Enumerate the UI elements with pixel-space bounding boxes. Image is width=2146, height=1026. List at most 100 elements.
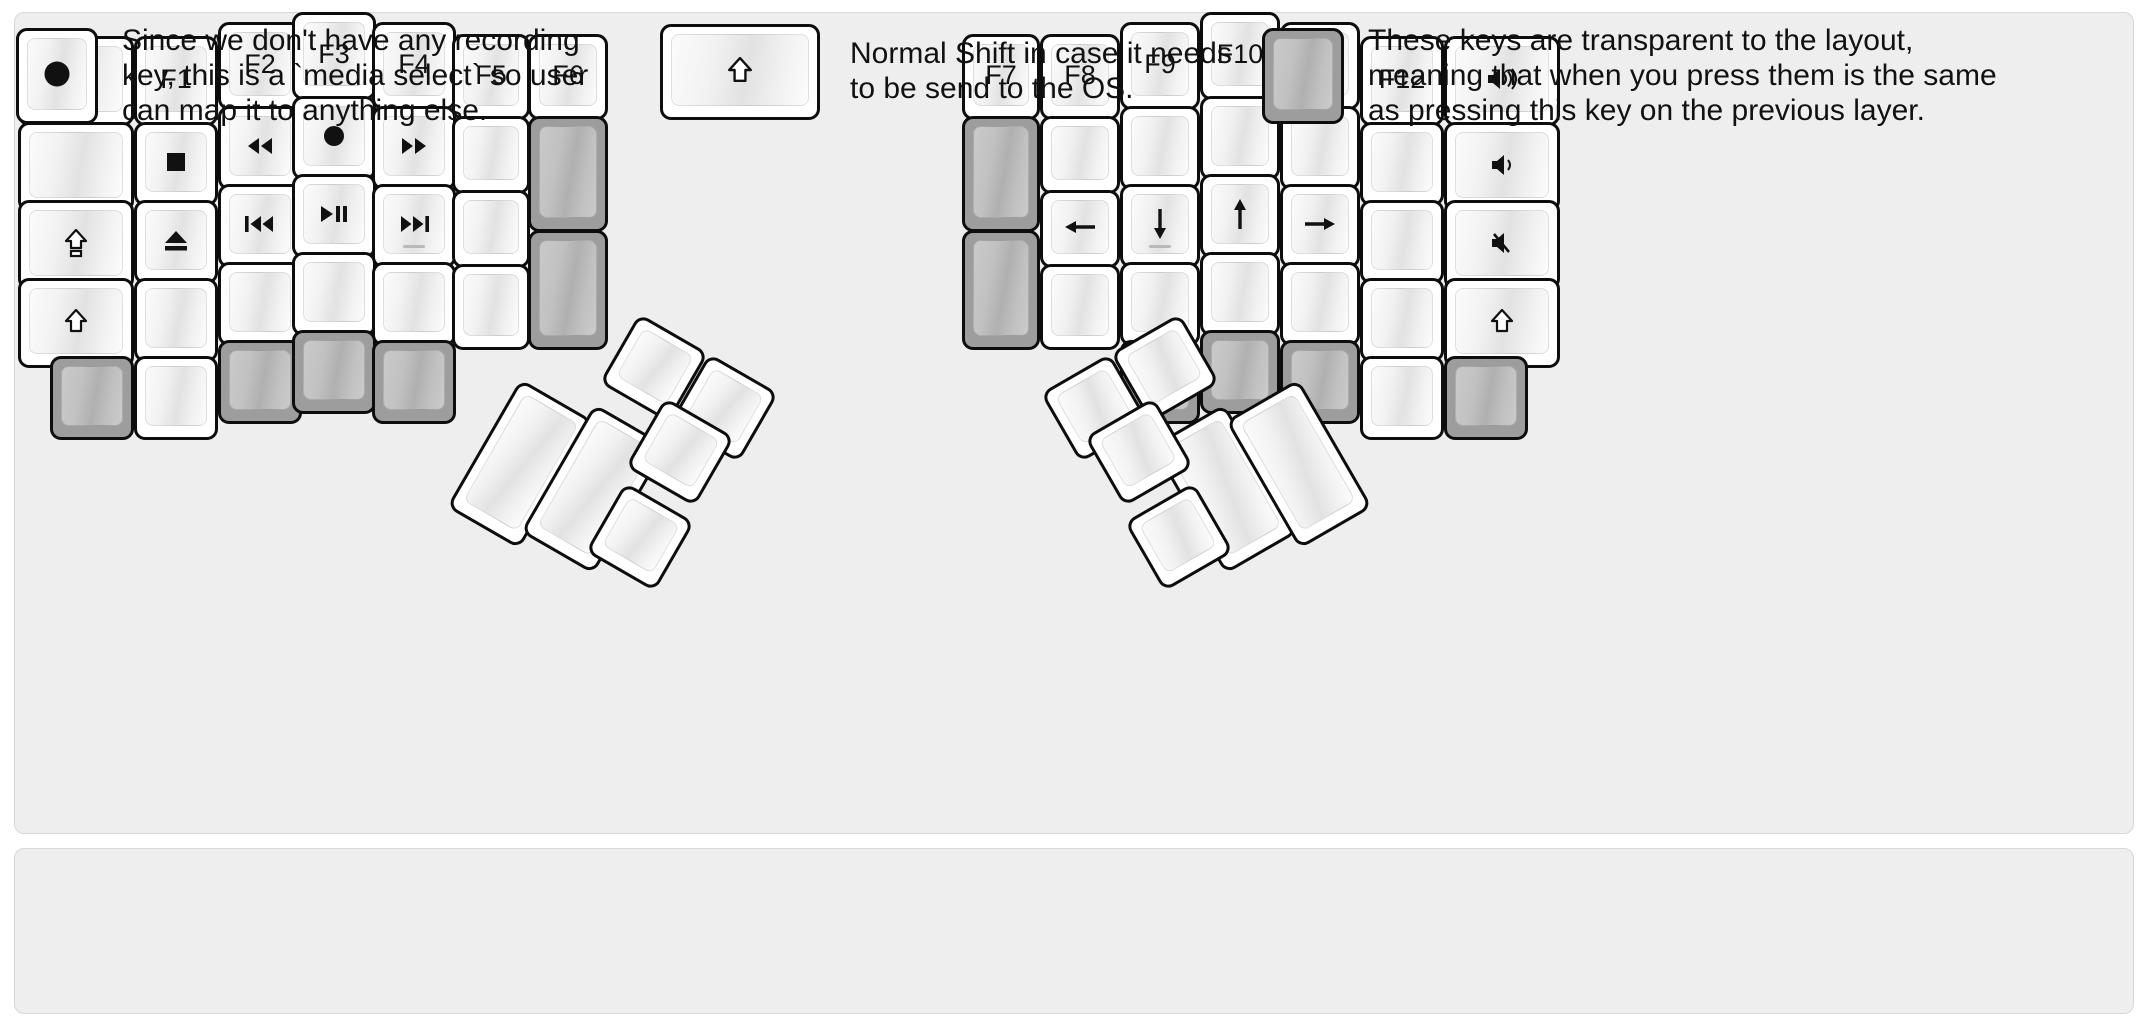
key-label: F6 xyxy=(552,59,584,90)
right-col7-transparent[interactable] xyxy=(1444,356,1528,440)
right-col3-arrow-down[interactable] xyxy=(1120,184,1200,268)
media-previous-icon xyxy=(244,214,276,234)
keycap-face: F3 xyxy=(303,22,365,86)
left-col6-key3[interactable] xyxy=(452,190,530,268)
left-col4-media-record[interactable] xyxy=(292,96,376,180)
left-col5-media-next[interactable] xyxy=(372,184,456,268)
left-col5-key4[interactable] xyxy=(372,262,456,346)
left-col6-key4[interactable] xyxy=(452,264,530,350)
media-stop-icon xyxy=(165,151,187,173)
shift-icon xyxy=(1490,308,1514,334)
right-col2-arrow-left[interactable] xyxy=(1040,190,1120,268)
arrow-up-icon xyxy=(1229,197,1251,231)
right-col2-key2[interactable] xyxy=(1040,116,1120,194)
left-col5-f4[interactable]: F4 xyxy=(372,22,456,110)
keycap-face xyxy=(29,210,123,276)
keycap-face xyxy=(641,411,721,490)
left-col4-key4[interactable] xyxy=(292,252,376,336)
media-rewind-icon xyxy=(245,136,275,156)
right-col5-key4[interactable] xyxy=(1280,262,1360,346)
keycap-face xyxy=(1051,126,1109,180)
key-label: F10 xyxy=(1216,38,1264,69)
left-col1-caps-lock[interactable] xyxy=(18,200,134,290)
legend-keycap-shift xyxy=(660,24,820,120)
right-col4-arrow-up[interactable] xyxy=(1200,174,1280,258)
keycap-face xyxy=(1273,38,1333,111)
keycap-face xyxy=(1131,194,1189,254)
keycap-face xyxy=(1138,496,1218,575)
legend-item-transparent: These keys are transparent to the layout… xyxy=(1262,24,1997,128)
left-col5-media-fast-forward[interactable] xyxy=(372,106,456,190)
keycap-face xyxy=(303,184,365,244)
keycap-face xyxy=(1371,210,1433,270)
keycap-face xyxy=(463,126,519,180)
key-label: F2 xyxy=(244,48,276,79)
left-col7-transparent-2[interactable] xyxy=(528,230,608,350)
volume-mute-icon xyxy=(1489,231,1515,255)
left-col7-transparent-1[interactable] xyxy=(528,116,608,232)
right-col7-volume-down[interactable] xyxy=(1444,122,1560,212)
right-col1-f7[interactable]: F7 xyxy=(962,34,1040,120)
left-col5-transparent[interactable] xyxy=(372,340,456,424)
keycap-face: F1 xyxy=(145,46,207,112)
keycap-face xyxy=(145,132,207,192)
key-label: F9 xyxy=(1144,48,1176,79)
keycap-face xyxy=(463,274,519,336)
right-col7-volume-mute[interactable] xyxy=(1444,200,1560,290)
left-col2-media-eject[interactable] xyxy=(134,200,218,284)
keycap-face xyxy=(145,288,207,348)
left-col4-media-play-pause[interactable] xyxy=(292,174,376,258)
key-label: F1 xyxy=(160,63,192,94)
left-col2-key4[interactable] xyxy=(134,278,218,362)
right-col5-arrow-right[interactable] xyxy=(1280,184,1360,268)
left-col2-media-stop[interactable] xyxy=(134,122,218,206)
keycap-face xyxy=(1051,274,1109,336)
left-col4-transparent[interactable] xyxy=(292,330,376,414)
left-col1-transparent[interactable] xyxy=(50,356,134,440)
right-col6-key5[interactable] xyxy=(1360,356,1444,440)
legend-panel xyxy=(14,848,2134,1014)
right-col2-key4[interactable] xyxy=(1040,264,1120,350)
right-col3-f9[interactable]: F9 xyxy=(1120,22,1200,110)
keycap-face xyxy=(1051,200,1109,254)
keycap-face xyxy=(1211,340,1269,400)
right-col6-f12[interactable]: F12 xyxy=(1360,36,1444,126)
shift-icon xyxy=(64,308,88,334)
left-col3-transparent[interactable] xyxy=(218,340,302,424)
keycap-face: F5 xyxy=(463,44,519,106)
right-col4-key4[interactable] xyxy=(1200,252,1280,336)
left-col2-key5[interactable] xyxy=(134,356,218,440)
keycap-face: F4 xyxy=(383,32,445,96)
keycap-face xyxy=(1455,210,1549,276)
right-col2-f8[interactable]: F8 xyxy=(1040,34,1120,120)
caps-lock-icon xyxy=(64,228,88,258)
key-label: F12 xyxy=(1378,63,1426,94)
right-col6-key3[interactable] xyxy=(1360,200,1444,284)
keycap-face xyxy=(27,38,87,111)
legend-text-transparent: These keys are transparent to the layout… xyxy=(1368,24,1997,127)
keycap-face xyxy=(1371,132,1433,192)
keycap-face: F8 xyxy=(1051,44,1109,106)
right-col7-shift[interactable] xyxy=(1444,278,1560,368)
key-sub-marker xyxy=(1149,245,1171,248)
legend-keycap-transparent xyxy=(1262,28,1344,125)
right-col6-key2[interactable] xyxy=(1360,122,1444,206)
keycap-face xyxy=(1371,288,1433,348)
right-col1-transparent-2[interactable] xyxy=(962,230,1040,350)
left-col3-key4[interactable] xyxy=(218,262,302,346)
right-col3-key2[interactable] xyxy=(1120,106,1200,190)
keycap-face: F9 xyxy=(1131,32,1189,96)
right-col6-key4[interactable] xyxy=(1360,278,1444,362)
keycap-face xyxy=(1124,327,1204,406)
shift-icon xyxy=(727,55,753,85)
legend-text-record: Since we don't have any recording key, t… xyxy=(122,24,589,127)
right-col1-transparent-1[interactable] xyxy=(962,116,1040,232)
keycap-face: F10 xyxy=(1211,22,1269,86)
left-col1-shift[interactable] xyxy=(18,278,134,368)
left-col1-key2[interactable] xyxy=(18,122,134,212)
left-col3-media-rewind[interactable] xyxy=(218,106,302,190)
key-label: F7 xyxy=(985,59,1017,90)
left-col3-media-previous[interactable] xyxy=(218,184,302,268)
left-col7-f6[interactable]: F6 xyxy=(528,34,608,120)
